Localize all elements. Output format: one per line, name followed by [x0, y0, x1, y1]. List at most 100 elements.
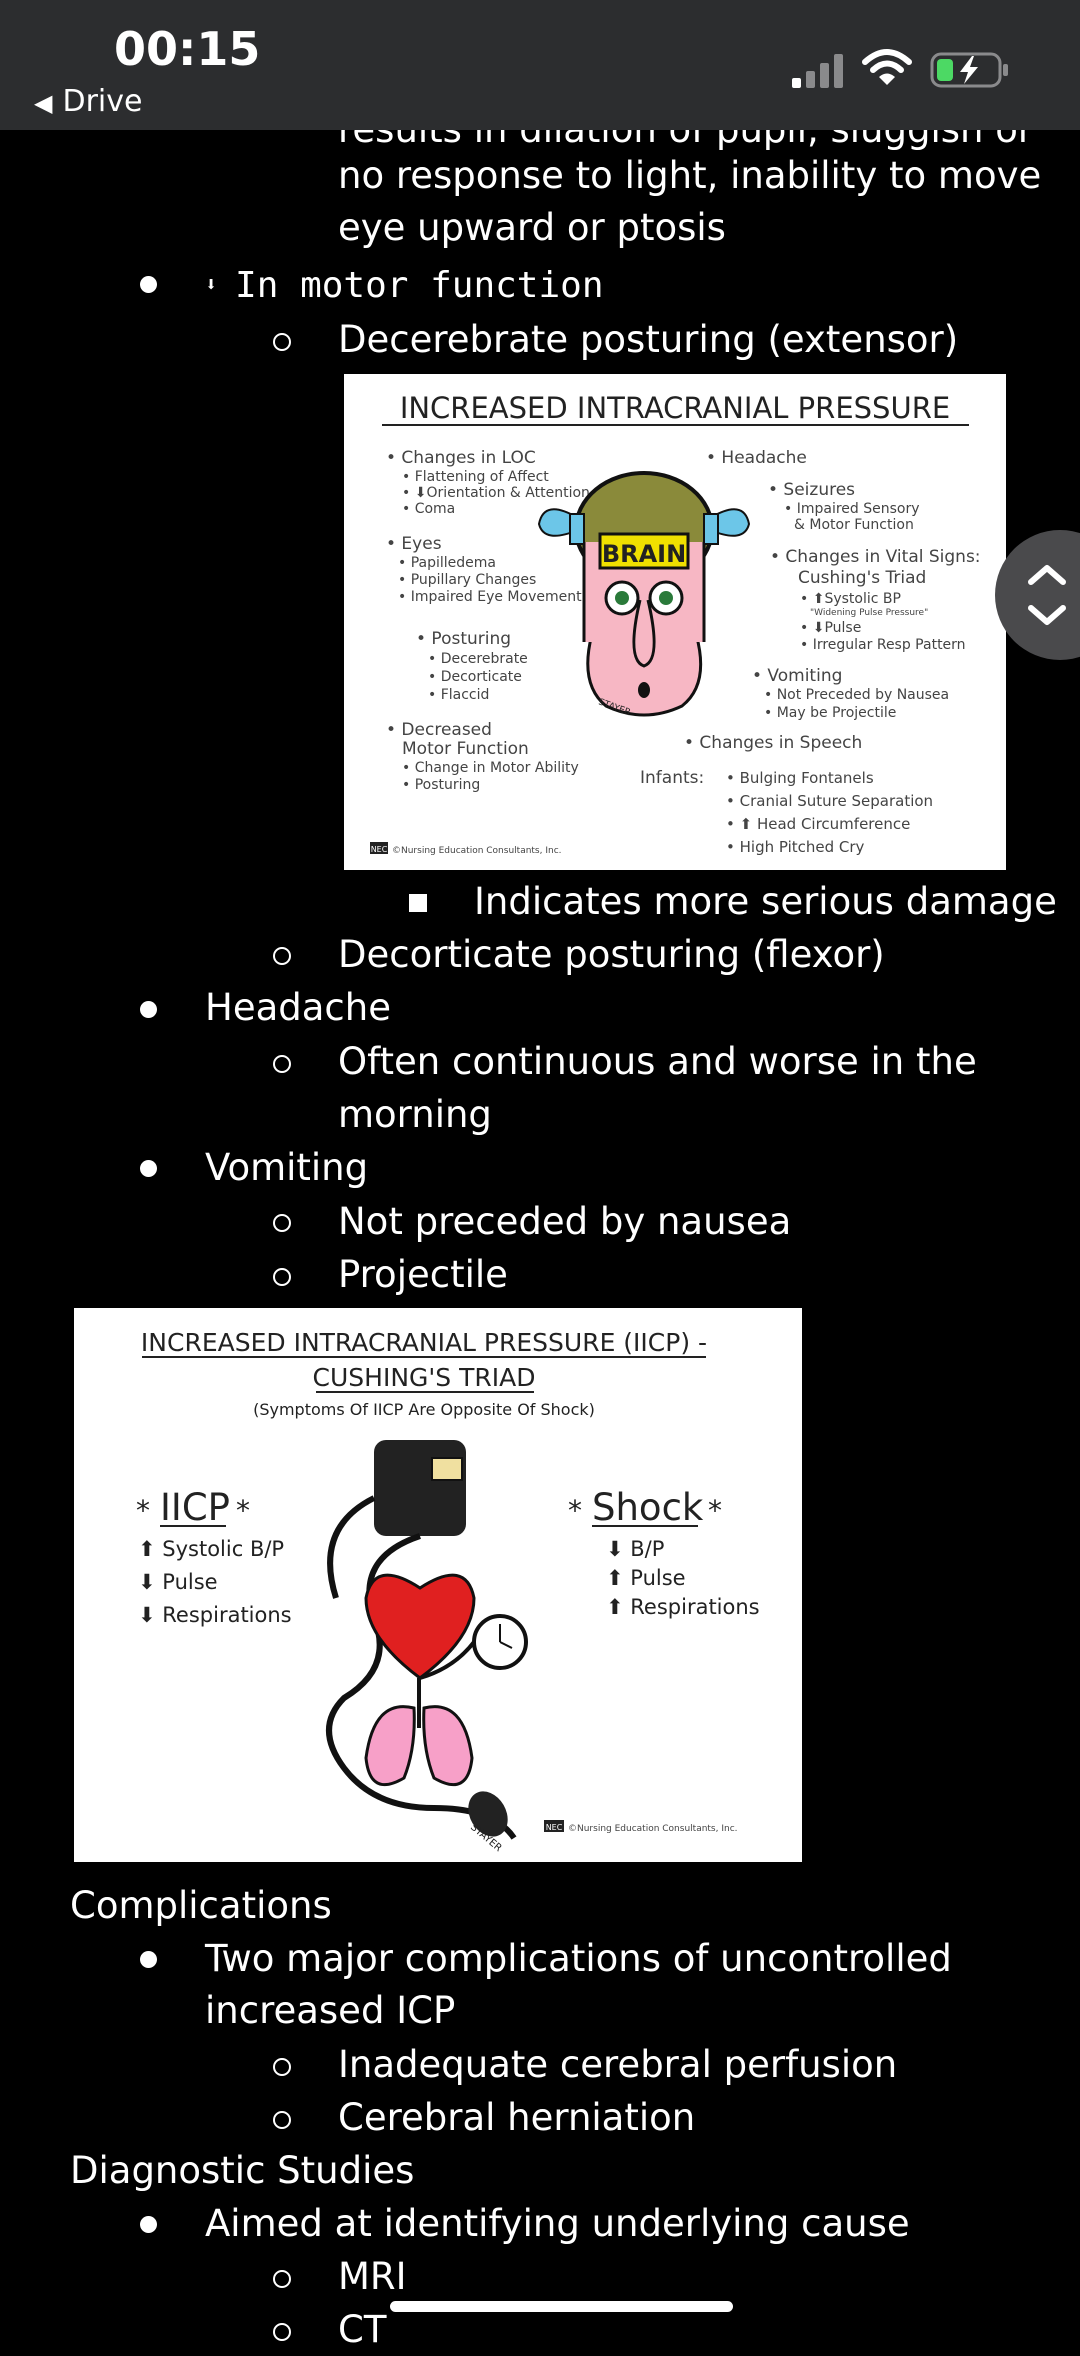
label: • Decorticate — [428, 669, 522, 685]
page-scroll-control[interactable] — [995, 530, 1080, 660]
star: * — [236, 1494, 250, 1527]
label: ⬆ Pulse — [606, 1566, 686, 1590]
down-arrow-icon: ⬇ — [205, 272, 218, 296]
label: • Changes in LOC — [386, 448, 536, 468]
text-line: increased ICP — [205, 1989, 456, 2032]
label: Infants: — [640, 768, 704, 788]
label: • High Pitched Cry — [726, 838, 865, 856]
label: • Posturing — [416, 629, 511, 649]
text-line: MRI — [338, 2255, 407, 2298]
figure-title: INCREASED INTRACRANIAL PRESSURE — [400, 391, 950, 425]
text-line: Two major complications of uncontrolled — [205, 1937, 952, 1980]
back-to-drive-button[interactable]: ◀ Drive — [34, 84, 142, 119]
bullet-circle — [273, 947, 291, 965]
text-line: Aimed at identifying underlying cause — [205, 2202, 910, 2245]
text-line: CT — [338, 2308, 387, 2351]
label: • Decerebrate — [428, 651, 528, 667]
label: • Bulging Fontanels — [726, 769, 874, 787]
text-line: Cerebral herniation — [338, 2096, 696, 2139]
bullet-circle — [273, 1268, 291, 1286]
label: • Posturing — [402, 777, 480, 793]
star: * — [568, 1494, 582, 1527]
bullet-dot — [140, 1001, 157, 1018]
cellular-signal-icon — [792, 54, 843, 88]
bullet-circle — [273, 2270, 291, 2288]
figure-title: INCREASED INTRACRANIAL PRESSURE (IICP) - — [141, 1328, 707, 1357]
label: • ⬇Orientation & Attention — [402, 485, 590, 501]
bullet-circle — [273, 333, 291, 351]
credit: ©Nursing Education Consultants, Inc. — [568, 1824, 738, 1834]
section-heading: Complications — [70, 1884, 332, 1927]
section-heading: Diagnostic Studies — [70, 2149, 415, 2192]
label: • Impaired Eye Movement — [398, 589, 582, 605]
label: • Seizures — [768, 480, 855, 500]
label: & Motor Function — [794, 517, 914, 533]
text-line: Headache — [205, 986, 391, 1029]
back-label: Drive — [62, 84, 143, 119]
bullet-dot — [140, 2216, 157, 2233]
label: • Changes in Vital Signs: — [770, 547, 981, 567]
label: ⬇ Pulse — [138, 1570, 218, 1594]
label: • Headache — [706, 448, 807, 468]
home-indicator[interactable] — [390, 2301, 733, 2312]
iicp-heading: IICP — [160, 1486, 230, 1529]
bullet-dot — [140, 1951, 157, 1968]
bullet-circle — [273, 1055, 291, 1073]
text-line: ⬇In motor function — [205, 265, 604, 306]
label: • Impaired Sensory — [784, 501, 920, 517]
label: • ⬆ Head Circumference — [726, 815, 910, 833]
text-line: Not preceded by nausea — [338, 1200, 792, 1243]
figure-title: CUSHING'S TRIAD — [313, 1363, 536, 1392]
bullet-circle — [273, 2323, 291, 2341]
icp-diagram-image: INCREASED INTRACRANIAL PRESSURE • Change… — [344, 374, 1006, 870]
label: "Widening Pulse Pressure" — [810, 608, 928, 618]
label: • Not Preceded by Nausea — [764, 687, 949, 703]
label: • Eyes — [386, 534, 442, 554]
bullet-circle — [273, 2111, 291, 2129]
text-line: Often continuous and worse in the — [338, 1040, 977, 1083]
brain-label: BRAIN — [602, 540, 686, 568]
back-arrow-icon: ◀ — [34, 89, 53, 117]
label: ⬇ Respirations — [138, 1603, 292, 1627]
text-line: Projectile — [338, 1253, 508, 1296]
label: • Vomiting — [752, 666, 842, 686]
label: • ⬇Pulse — [800, 620, 861, 636]
bullet-dot — [140, 1160, 157, 1177]
bullet-square — [409, 894, 427, 912]
label: • May be Projectile — [764, 705, 896, 721]
label: Cushing's Triad — [798, 568, 926, 588]
scroll-chevrons-icon — [1028, 565, 1066, 625]
clock: 00:15 — [114, 22, 261, 76]
label: ⬆ Systolic B/P — [138, 1537, 284, 1561]
label: • Decreased — [386, 720, 492, 740]
label: Motor Function — [402, 739, 529, 759]
bullet-circle — [273, 1214, 291, 1232]
text-line: Decorticate posturing (flexor) — [338, 933, 885, 976]
wifi-icon — [862, 49, 912, 85]
bullet-circle — [273, 2058, 291, 2076]
label: • Changes in Speech — [684, 733, 862, 753]
text-line: Inadequate cerebral perfusion — [338, 2043, 898, 2086]
bullet-dot — [140, 276, 157, 293]
shock-heading: Shock — [592, 1486, 704, 1529]
text-line: morning — [338, 1093, 492, 1136]
label: • Flaccid — [428, 687, 489, 703]
text-line: no response to light, inability to move — [338, 154, 1042, 197]
star: * — [136, 1494, 150, 1527]
figure-subtitle: (Symptoms Of IICP Are Opposite Of Shock) — [253, 1400, 595, 1419]
label: • ⬆Systolic BP — [800, 591, 901, 607]
label: ⬆ Respirations — [606, 1595, 760, 1619]
cushings-triad-image: INCREASED INTRACRANIAL PRESSURE (IICP) -… — [74, 1308, 802, 1862]
label: • Flattening of Affect — [402, 469, 549, 485]
label: ⬇ B/P — [606, 1537, 664, 1561]
logo: NEC — [546, 1823, 563, 1832]
star: * — [708, 1494, 722, 1527]
head-illustration: BRAIN STAYER — [537, 471, 751, 718]
label: • Irregular Resp Pattern — [800, 637, 966, 653]
text-line: eye upward or ptosis — [338, 206, 726, 249]
status-bar: 00:15 ◀ Drive — [0, 0, 1080, 130]
battery-charging-icon — [930, 52, 1008, 88]
text-line: Indicates more serious damage — [474, 880, 1057, 923]
icp-diagram-graphic: INCREASED INTRACRANIAL PRESSURE • Change… — [370, 391, 981, 856]
